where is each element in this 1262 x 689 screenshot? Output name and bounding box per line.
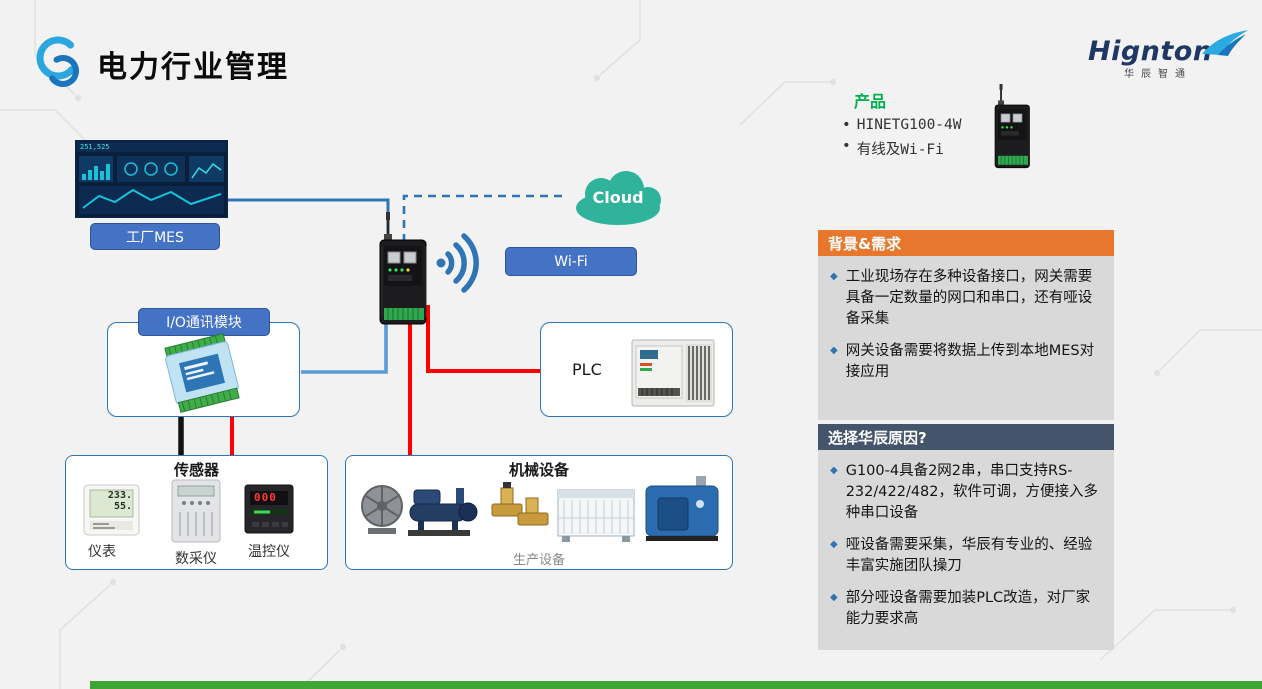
product-heading: 产品 [854,92,887,111]
diamond-bullet-icon: ◆ [830,465,838,476]
bullet-dot-icon: • [842,117,851,133]
diamond-bullet-icon: ◆ [830,345,838,357]
sensor-label-collector: 数采仪 [175,551,217,567]
panel-bullet: ◆ 哑设备需要采集，华辰有专业的、经验丰富实施团队操刀 [830,535,1102,577]
meter-display-bottom: 55. [113,501,132,512]
plc-label: PLC [572,360,602,379]
diamond-bullet-icon: ◆ [830,592,838,604]
machines-images [361,476,719,542]
brand-name: Hignton [1088,36,1213,67]
bullet-text: 工业现场存在多种设备接口，网关需要具备一定数量的网口和串口，还有哑设备采集 [845,269,1093,328]
fan-image [361,485,403,534]
line-gateway-to-plc [426,305,541,373]
io-module-image [164,333,240,413]
temp-controller-image [244,484,294,534]
panel-bullet: ◆ 工业现场存在多种设备接口，网关需要具备一定数量的网口和串口，还有哑设备采集 [830,267,1102,330]
footer-accent-bar [90,681,1262,689]
panel-bullet: ◆ 网关设备需要将数据上传到本地MES对接应用 [830,341,1102,383]
product-gateway-image [994,84,1030,169]
diamond-bullet-icon: ◆ [830,271,838,282]
panel-background-body: ◆ 工业现场存在多种设备接口，网关需要具备一定数量的网口和串口，还有哑设备采集 … [818,256,1114,420]
boiler-image [645,476,719,541]
page-title: 电力行业管理 [97,50,289,85]
chiller-image [557,489,635,542]
panel-bullet: ◆ G100-4具备2网2串，串口支持RS-232/422/482，软件可调，方… [830,461,1102,524]
line-gateway-to-io [301,320,388,374]
cloud-label: Cloud [592,188,644,207]
machines-box-title: 机械设备 [508,461,569,479]
sensor-label-temp: 温控仪 [248,544,290,560]
product-item: • HINETG100-4W [842,117,977,133]
data-collector-image [171,479,221,543]
meter-display-top: 233. [107,490,132,501]
mes-dashboard-metric: 251,525 [80,143,110,151]
bullet-text: 网关设备需要将数据上传到本地MES对接应用 [845,343,1095,381]
bullet-dot-icon: • [842,138,851,154]
product-item: • 有线及Wi-Fi [842,138,977,159]
line-gateway-to-cloud [402,194,566,242]
bullet-text: G100-4具备2网2串，串口支持RS-232/422/482，软件可调，方便接… [845,463,1099,522]
cloud-icon [576,171,661,225]
bullet-text: 部分哑设备需要加装PLC改造，对厂家能力要求高 [845,590,1091,628]
panel-reasons-body: ◆ G100-4具备2网2串，串口支持RS-232/422/482，软件可调，方… [818,450,1114,650]
pump-image [408,488,478,536]
panel-background-header: 背景&需求 [818,230,1114,256]
wifi-signal-icon [436,233,479,293]
plc-device-image [631,339,715,407]
bullet-text: 哑设备需要采集，华辰有专业的、经验丰富实施团队操刀 [845,537,1093,575]
temp-controller-display: 000 [254,491,277,504]
meter-display: 233. 55. [92,490,132,512]
line-mes-to-gateway [228,198,390,242]
diamond-bullet-icon: ◆ [830,539,838,551]
sensor-label-meter: 仪表 [88,544,116,560]
company-logo-icon [36,36,80,87]
meter-image [83,484,140,536]
brand-logo: Hignton 华辰智通 [1088,30,1250,80]
machines-caption: 生产设备 [512,553,565,568]
product-item-label: 有线及Wi-Fi [856,142,944,158]
io-module-label: I/O通讯模块 [138,308,270,336]
panel-bullet: ◆ 部分哑设备需要加装PLC改造，对厂家能力要求高 [830,588,1102,630]
product-block: 产品 • HINETG100-4W • 有线及Wi-Fi [842,88,977,159]
factory-mes-label: 工厂MES [90,223,220,250]
mes-dashboard-image [75,140,228,218]
brand-swoosh-icon [1202,30,1248,56]
panel-reasons-header: 选择华辰原因? [818,424,1114,450]
sensors-box-title: 传感器 [173,461,219,479]
brand-subtitle: 华辰智通 [1124,69,1192,80]
product-item-label: HINETG100-4W [856,117,962,133]
valve-image [491,482,549,526]
wifi-label: Wi-Fi [505,247,637,276]
gateway-device-image [379,212,427,325]
